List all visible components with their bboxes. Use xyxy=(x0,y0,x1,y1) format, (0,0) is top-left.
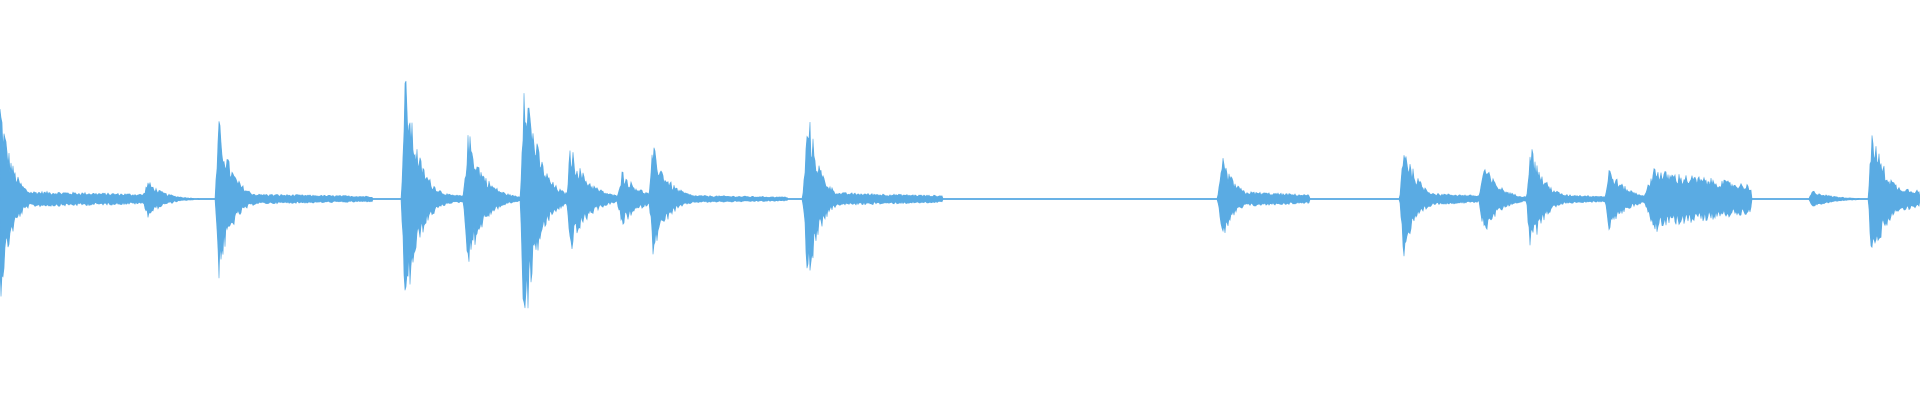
waveform-path xyxy=(0,80,1920,309)
